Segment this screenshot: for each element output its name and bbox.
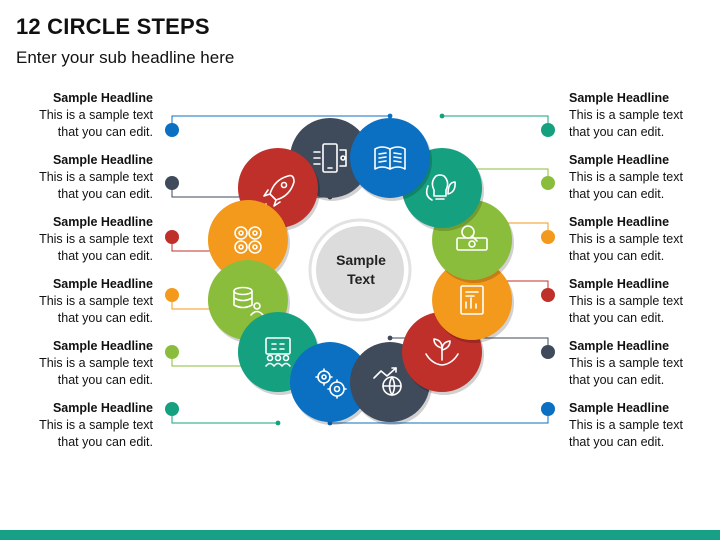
connector-line <box>171 352 248 367</box>
slide-title: 12 CIRCLE STEPS <box>16 14 210 39</box>
step-marker <box>165 288 179 302</box>
step-marker <box>165 123 179 137</box>
left-headline: Sample Headline <box>52 339 153 353</box>
right-body-text: This is a sample text that you can edit. <box>569 294 683 325</box>
step-marker <box>541 230 555 244</box>
book-icon <box>374 146 406 170</box>
step-marker <box>165 402 179 416</box>
connector-line <box>171 409 278 424</box>
right-headline: Sample Headline <box>569 401 670 415</box>
mobile-data-icon <box>313 143 347 173</box>
connector-line <box>442 115 549 130</box>
eco-bulb-icon <box>425 174 456 201</box>
step-marker <box>541 402 555 416</box>
step-circle <box>207 199 290 283</box>
connector-layer <box>165 113 555 426</box>
step-marker <box>165 345 179 359</box>
global-growth-icon <box>373 367 402 396</box>
step-circle <box>350 117 433 201</box>
step-marker <box>541 345 555 359</box>
step-marker <box>541 123 555 137</box>
connector-line <box>472 168 549 183</box>
step-marker <box>165 230 179 244</box>
step-marker <box>165 176 179 190</box>
step-marker <box>541 176 555 190</box>
plant-hands-icon <box>425 338 459 366</box>
gears-icon <box>315 368 347 399</box>
left-headline: Sample Headline <box>52 91 153 105</box>
steering-nodes-icon <box>234 226 262 254</box>
right-body-text: This is a sample text that you can edit. <box>569 232 683 263</box>
report-icon <box>460 285 484 315</box>
right-headline: Sample Headline <box>569 277 670 291</box>
center-circle <box>308 218 412 322</box>
right-headline: Sample Headline <box>569 91 670 105</box>
right-body-text: This is a sample text that you can edit. <box>569 170 683 201</box>
right-body-text: This is a sample text that you can edit. <box>569 418 683 449</box>
bottom-accent-bar <box>0 530 720 540</box>
step-marker <box>541 288 555 302</box>
connector-dot <box>387 113 393 119</box>
left-body-text: This is a sample text that you can edit. <box>39 356 153 387</box>
step-circle <box>289 342 372 426</box>
left-headline: Sample Headline <box>52 153 153 167</box>
slide-subtitle: Enter your sub headline here <box>16 48 235 67</box>
left-body-text: This is a sample text that you can edit. <box>39 170 153 201</box>
connector-dot <box>387 335 393 341</box>
step-ring <box>207 117 515 426</box>
right-headline: Sample Headline <box>569 339 670 353</box>
database-users-icon <box>233 286 264 316</box>
left-body-text: This is a sample text that you can edit. <box>39 294 153 325</box>
left-headline: Sample Headline <box>52 277 153 291</box>
connector-dot <box>275 420 281 426</box>
left-headline: Sample Headline <box>52 401 153 415</box>
rocket-icon <box>261 174 295 209</box>
right-headline: Sample Headline <box>569 215 670 229</box>
team-building-icon <box>265 337 291 367</box>
right-body-text: This is a sample text that you can edit. <box>569 108 683 139</box>
money-search-icon <box>456 225 488 251</box>
left-headline: Sample Headline <box>52 215 153 229</box>
connector-dot <box>439 113 445 119</box>
left-body-text: This is a sample text that you can edit. <box>39 108 153 139</box>
left-body-text: This is a sample text that you can edit. <box>39 232 153 263</box>
right-body-text: This is a sample text that you can edit. <box>569 356 683 387</box>
right-headline: Sample Headline <box>569 153 670 167</box>
center-label: Sample Text <box>336 252 386 287</box>
left-body-text: This is a sample text that you can edit. <box>39 418 153 449</box>
step-circle <box>432 260 515 344</box>
connector-line <box>171 115 391 130</box>
